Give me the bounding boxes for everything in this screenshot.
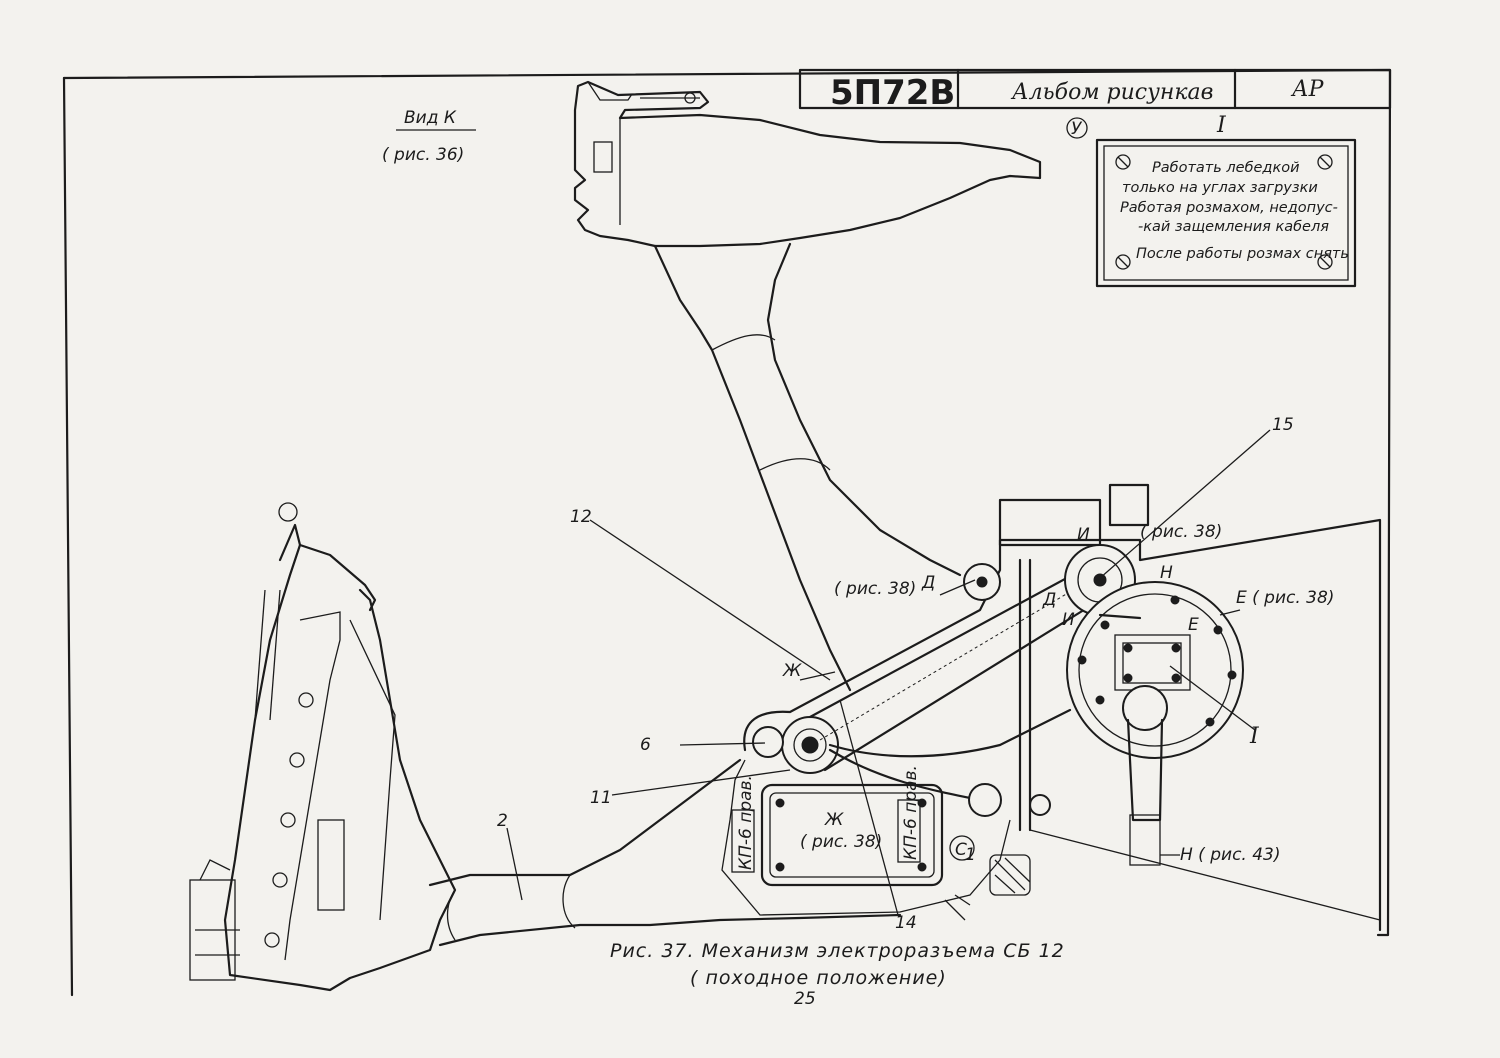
callout-14: 14 <box>895 913 917 933</box>
caption-line-1: Рис. 37. Механизм электроразъема СБ 12 <box>610 940 1065 962</box>
label-h1: Н <box>1160 563 1173 583</box>
drawing-code: 5П72В <box>830 73 955 113</box>
label-kp-left: КП-6 прав. <box>736 775 756 870</box>
winch-assembly <box>998 483 1381 921</box>
view-reference: ( рис. 36) <box>382 145 464 165</box>
figure-caption: Рис. 37. Механизм электроразъема СБ 12 (… <box>610 940 1065 1009</box>
plate-marker: У <box>1071 119 1083 139</box>
warning-plate: У I Работать лебедкой только на углах за… <box>1066 113 1357 288</box>
plate-line-5: После работы розмах снять <box>1136 246 1349 262</box>
label-i1: И <box>1077 525 1090 545</box>
label-e1: Е ( рис. 38) <box>1236 588 1334 608</box>
label-i2: И <box>1062 610 1075 630</box>
sheet-frame-left <box>62 76 74 997</box>
label-d2: Д <box>1042 590 1056 610</box>
page-number: 25 <box>794 989 816 1009</box>
lower-arm <box>428 758 902 947</box>
label-roman-i: I <box>1249 724 1260 749</box>
callout-15: 15 <box>1272 415 1294 435</box>
left-cabinet <box>189 502 457 992</box>
caption-line-2: ( походное положение) <box>690 967 947 989</box>
label-d1: Д <box>921 573 935 593</box>
label-zh1: Ж <box>782 661 802 681</box>
sheet-code: АР <box>1290 77 1325 102</box>
view-name: Вид К <box>404 108 457 128</box>
central-mechanism <box>721 518 1382 932</box>
album-title: Альбом рисункав <box>1010 80 1213 105</box>
sheet-frame <box>62 68 1392 937</box>
callout-2: 2 <box>497 811 508 831</box>
ref-h-fig43: Н ( рис. 43) <box>1180 845 1280 865</box>
callout-11: 11 <box>590 788 612 808</box>
label-e2: Е <box>1188 615 1199 635</box>
title-block: 5П72В Альбом рисункав АР <box>798 68 1392 113</box>
support-column <box>653 242 962 692</box>
label-c1: С <box>955 840 967 860</box>
plate-roman: I <box>1216 113 1227 138</box>
callout-6: 6 <box>640 735 651 755</box>
plate-line-2: только на углах загрузки <box>1122 180 1318 196</box>
label-c1-sub: 1 <box>965 845 976 865</box>
ref-fig38-top: ( рис. 38) <box>1140 522 1222 542</box>
label-kp-right: КП-6 прав. <box>901 765 921 860</box>
label-zh-box: Ж <box>824 810 844 830</box>
view-label: Вид К ( рис. 36) <box>382 108 476 165</box>
leader-lines <box>506 429 1271 916</box>
plate-line-1: Работать лебедкой <box>1152 160 1300 176</box>
callout-12: 12 <box>570 507 592 527</box>
plate-line-3: Работая розмахом, недопус- <box>1120 200 1338 216</box>
upper-housing <box>573 80 1042 248</box>
callouts: 15 12 6 11 2 14 ( рис. 38) ( рис. 38) Д … <box>497 415 1334 933</box>
plate-line-4: -кай защемления кабеля <box>1138 219 1329 235</box>
ref-zh-fig38: ( рис. 38) <box>800 832 882 852</box>
ref-fig38-d: ( рис. 38) <box>834 579 916 599</box>
